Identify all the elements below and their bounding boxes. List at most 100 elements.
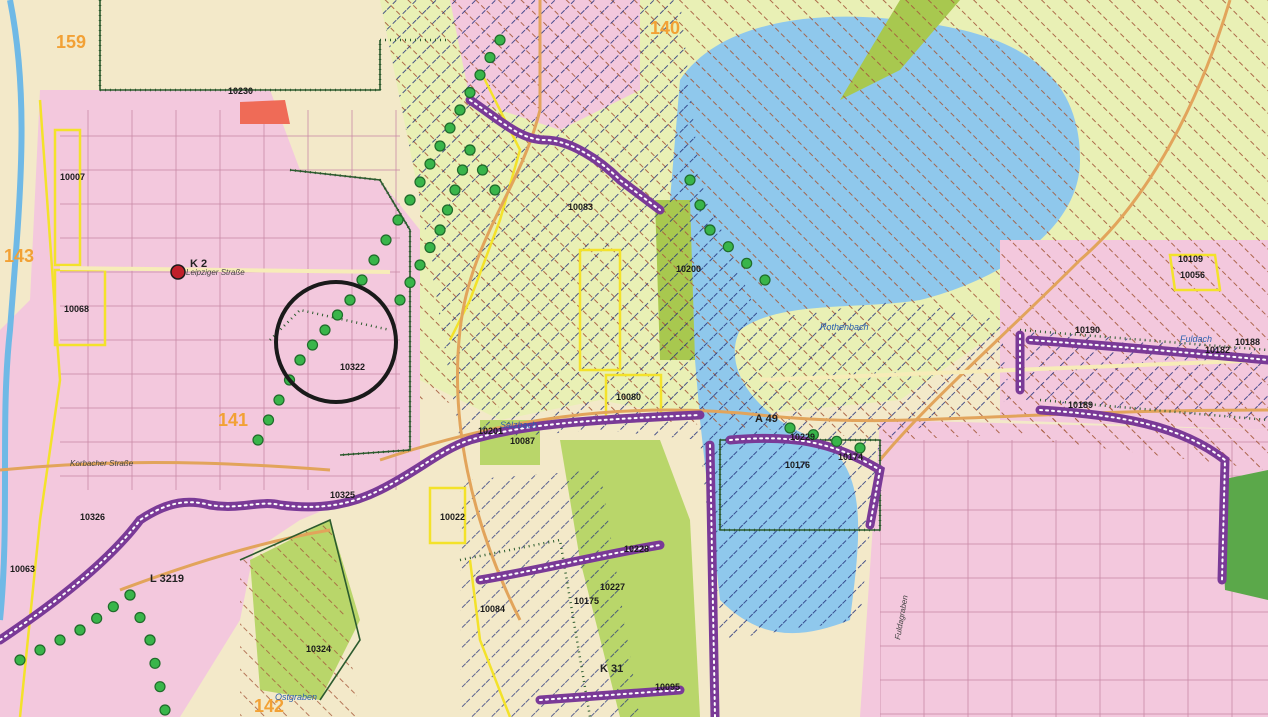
trail-dot xyxy=(449,184,461,196)
trail-dot xyxy=(424,241,436,254)
trail-dot xyxy=(759,274,771,286)
road-label: K 31 xyxy=(600,663,623,675)
trail-dot xyxy=(380,234,392,246)
water-label: Ostgraben xyxy=(275,692,317,702)
area-code-label: 10322 xyxy=(340,362,365,372)
trail-dot xyxy=(414,259,426,271)
trail-dot xyxy=(74,624,86,636)
trail-dot xyxy=(684,174,696,186)
area-code-label: 10083 xyxy=(568,202,593,212)
k2-marker[interactable] xyxy=(170,264,186,280)
trail-dot xyxy=(91,612,103,624)
trail-dot xyxy=(784,422,796,434)
trails xyxy=(14,34,866,716)
area-code-label: 10230 xyxy=(228,86,253,96)
area-code-labels: 1023010007100681006310322103261032510324… xyxy=(10,86,1260,692)
trail-dot xyxy=(394,294,406,306)
settlement-east-grid xyxy=(880,440,1268,717)
trail-dot xyxy=(489,184,501,196)
trail-dot xyxy=(144,634,156,646)
trail-dot xyxy=(319,324,331,336)
trail-dot xyxy=(476,164,489,176)
trail-dot xyxy=(134,611,146,624)
area-code-label: 10063 xyxy=(10,564,35,574)
trail-dot xyxy=(704,224,716,236)
area-code-label: 10175 xyxy=(574,596,599,606)
area-code-label: 10080 xyxy=(616,392,641,402)
settlement-south xyxy=(0,520,260,717)
trail-dot xyxy=(154,681,166,693)
district-label: 141 xyxy=(218,410,248,430)
area-code-label: 10176 xyxy=(785,460,810,470)
road-label: A 49 xyxy=(755,413,778,425)
trail-dot xyxy=(444,122,456,134)
trail-dot xyxy=(54,634,66,646)
trail-dot xyxy=(854,442,866,454)
trail-dot xyxy=(694,199,706,211)
water-label: Salzbach xyxy=(500,420,537,430)
trail-dot xyxy=(262,414,275,426)
road-label: L 3219 xyxy=(150,573,184,585)
area-code-label: 10188 xyxy=(1235,337,1260,347)
area-code-label: 10068 xyxy=(64,304,89,314)
trail-dot xyxy=(494,34,506,46)
trail-dot xyxy=(404,276,416,289)
water-labels: Rothenbach Fuldach Salzbach Ostgraben xyxy=(275,322,1212,702)
water-label: Rothenbach xyxy=(820,322,869,332)
trail-dot xyxy=(252,434,264,446)
minor-roads xyxy=(59,266,1268,382)
trail-dot xyxy=(424,158,436,170)
area-code-label: 10189 xyxy=(1068,400,1093,410)
trail-dot xyxy=(464,144,476,156)
trail-dot xyxy=(149,657,161,669)
trail-dot xyxy=(392,214,404,226)
street-label: Korbacher Straße xyxy=(70,459,134,468)
district-label: 142 xyxy=(254,696,284,716)
district-label: 159 xyxy=(56,32,86,52)
hatch-overlay-blue xyxy=(380,0,1010,640)
trail-dot xyxy=(356,274,368,286)
river-west xyxy=(0,0,25,621)
trail-dot xyxy=(404,194,416,206)
trail-dot xyxy=(831,435,843,447)
area-code-label: 10174 xyxy=(838,452,863,462)
trail-dot xyxy=(124,589,136,601)
trail-dot xyxy=(294,354,306,366)
trail-dot xyxy=(344,294,356,306)
hatch-overlay-south xyxy=(460,470,640,717)
trail-dot xyxy=(454,104,466,116)
trail-dot xyxy=(474,69,486,81)
area-code-label: 10228 xyxy=(624,544,649,554)
street-label: Leipziger Straße xyxy=(186,268,245,277)
highlighted-parcel xyxy=(240,100,290,124)
trail-dot xyxy=(159,704,171,716)
area-code-label: 10056 xyxy=(1180,270,1205,280)
district-label: 143 xyxy=(4,246,34,266)
trail-dot xyxy=(484,51,496,64)
trail-dot xyxy=(741,257,753,269)
trail-dot xyxy=(107,601,119,613)
area-code-label: 10227 xyxy=(600,582,625,592)
road-labels: K 2 L 3219 A 49 K 31 xyxy=(150,258,778,675)
trail-dot xyxy=(306,339,319,351)
trail-dot xyxy=(441,204,454,216)
area-code-label: 10325 xyxy=(330,490,355,500)
district-label: 140 xyxy=(650,18,680,38)
corridors xyxy=(0,95,1268,717)
area-code-label: 10326 xyxy=(80,512,105,522)
water-label: Fuldach xyxy=(1180,334,1212,344)
hatch-overlay-southwest xyxy=(240,520,360,717)
area-code-label: 10229 xyxy=(790,432,815,442)
trail-dot xyxy=(414,176,426,188)
area-code-label: 10200 xyxy=(676,264,701,274)
area-code-label: 10087 xyxy=(510,436,535,446)
trail-dot xyxy=(807,429,819,441)
area-code-label: 10324 xyxy=(306,644,331,654)
protected-borders-solid xyxy=(99,0,881,701)
settlement-west-grid xyxy=(60,110,400,490)
highlight-circle[interactable] xyxy=(274,280,398,404)
area-code-label: 10190 xyxy=(1075,325,1100,335)
trail-dot xyxy=(464,86,476,99)
